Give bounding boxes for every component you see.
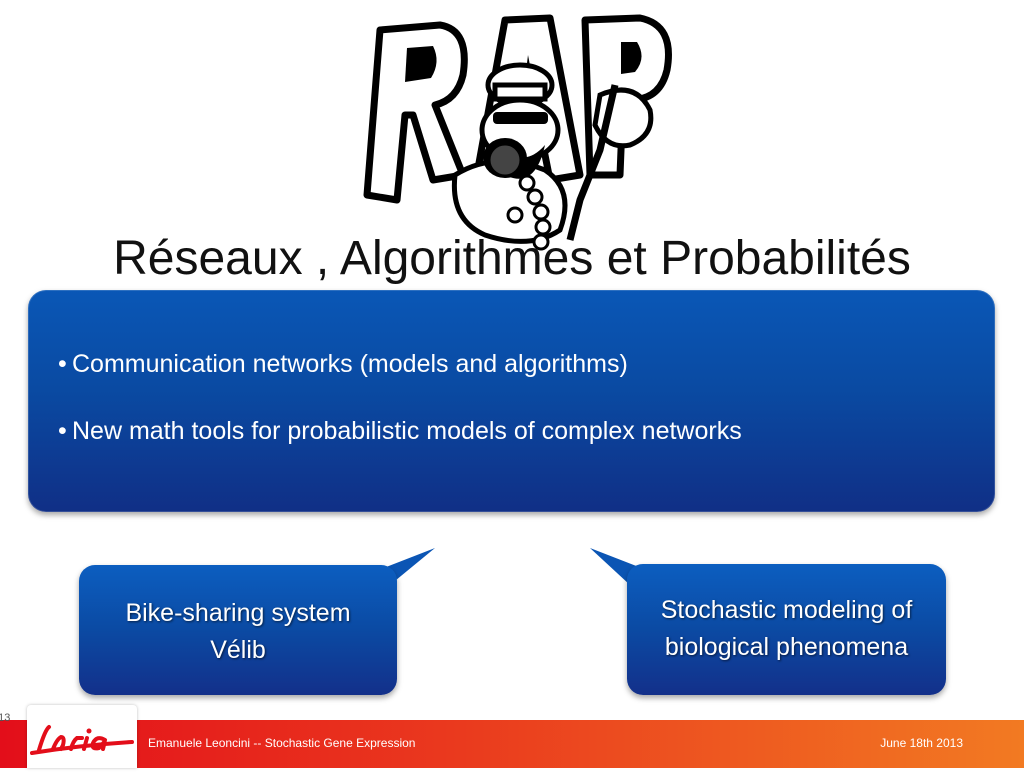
inria-logo-icon [27, 705, 137, 768]
callout-stochastic-modeling: Stochastic modeling of biological phenom… [627, 564, 946, 695]
callout-left-line1: Bike-sharing system [125, 599, 351, 627]
slide-title: Réseaux , Algorithmes et Probabilités [113, 232, 911, 285]
callout-right-line2: biological phenomena [664, 633, 909, 661]
bullet-text: New math tools for probabilistic models … [72, 417, 742, 445]
footer-bar [0, 720, 1024, 768]
bullet-list: •Communication networks (models and algo… [58, 350, 742, 484]
main-content-box: •Communication networks (models and algo… [28, 290, 995, 512]
bullet-item: •Communication networks (models and algo… [58, 350, 742, 379]
bullet-text: Communication networks (models and algor… [72, 350, 628, 378]
bullet-dot-icon: • [58, 417, 67, 445]
bullet-dot-icon: • [58, 350, 67, 378]
footer-author-talk: Emanuele Leoncini -- Stochastic Gene Exp… [148, 736, 416, 750]
callout-left-line2: Vélib [210, 636, 266, 664]
footer-date: June 18th 2013 [880, 736, 963, 750]
rap-team-logo-icon [363, 14, 672, 251]
callout-bike-sharing: Bike-sharing system Vélib [79, 565, 397, 695]
slide-edge-number: 013 [0, 712, 11, 724]
bullet-item: •New math tools for probabilistic models… [58, 417, 742, 446]
callout-right-line1: Stochastic modeling of [660, 596, 913, 624]
